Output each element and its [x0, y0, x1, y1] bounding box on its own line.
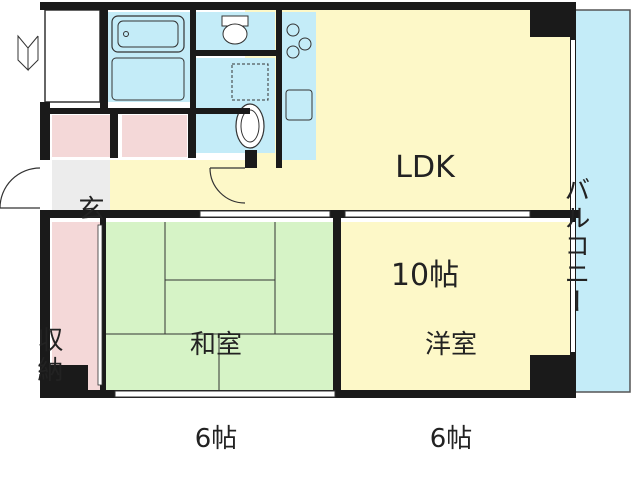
balcony-area — [574, 9, 631, 393]
door-opening-genkan — [40, 160, 50, 210]
storage-door-line — [97, 224, 103, 386]
window-balcony-youshitsu — [571, 222, 575, 352]
sliding-door-washitsu — [199, 210, 331, 218]
storage-area-1 — [52, 115, 110, 157]
youshitsu-name: 洋室 — [424, 330, 477, 361]
washitsu-size: 6帖 — [194, 423, 238, 454]
youshitsu-size: 6帖 — [429, 423, 473, 454]
kitchen-area — [280, 12, 316, 160]
ldk-size: 10帖 — [390, 258, 460, 293]
kitchen-sink-icon — [285, 89, 313, 121]
entry-porch — [44, 9, 101, 103]
sliding-door-youshitsu — [344, 210, 531, 218]
ldk-door-swing — [209, 167, 246, 204]
storage-area-2 — [122, 115, 187, 157]
washer-icon — [231, 63, 269, 101]
ldk-label: LDK 10帖 — [385, 78, 465, 330]
stove-burner-icon — [286, 23, 300, 37]
balcony-label: バルコニー — [560, 112, 621, 316]
washroom-area — [195, 58, 275, 153]
tatami-lines — [105, 222, 333, 390]
genkan-name: 玄 — [78, 195, 105, 226]
ldk-door-opening — [245, 168, 257, 210]
porch-door-icon — [17, 34, 39, 72]
floor-plan — [0, 2, 631, 398]
washitsu-name: 和室 — [189, 330, 242, 361]
youshitsu-label: 洋室 6帖 — [415, 268, 487, 486]
shuno-label: 収納 — [33, 258, 94, 386]
bathtub-inner — [117, 20, 179, 48]
window-south-washitsu — [114, 390, 336, 398]
front-door-swing — [0, 167, 41, 209]
shuno-area — [52, 222, 102, 390]
genkan-label: 玄 — [62, 164, 105, 226]
toilet-icon — [222, 23, 248, 45]
ldk-name: LDK — [395, 150, 455, 185]
genkan-area — [52, 160, 110, 210]
shower-area — [111, 57, 185, 101]
bathtub-icon — [111, 15, 185, 53]
balcony-name: バルコニー — [559, 176, 590, 316]
shuno-name: 収納 — [32, 326, 63, 386]
hall-area — [110, 160, 250, 215]
washitsu-label: 和室 6帖 — [180, 268, 252, 486]
window-balcony-ldk — [571, 40, 575, 210]
